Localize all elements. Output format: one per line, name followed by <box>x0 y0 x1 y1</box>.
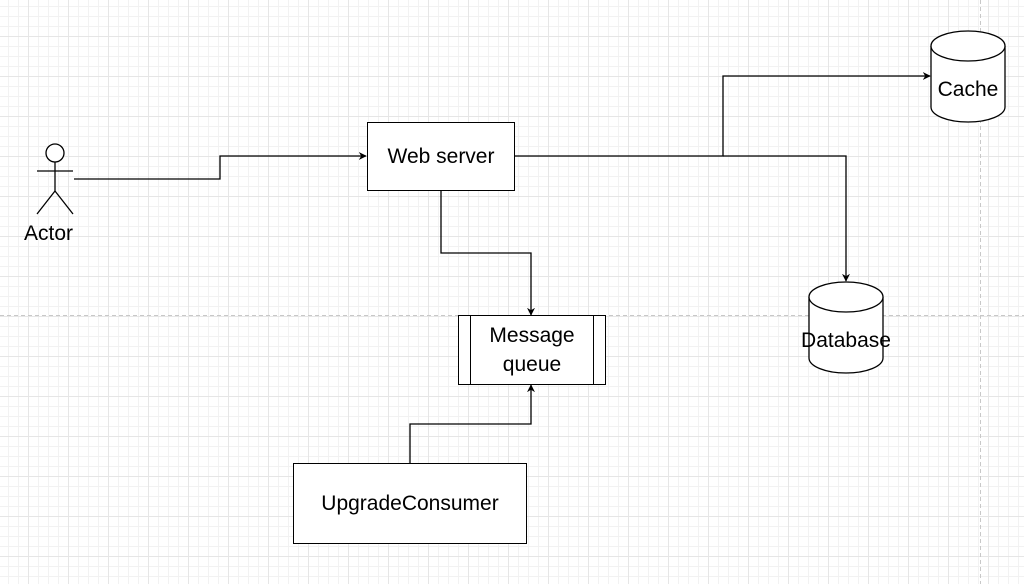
edge-upgrade-consumer-to-message-queue[interactable] <box>409 384 535 463</box>
database-node[interactable]: Database <box>801 281 891 374</box>
database-label: Database <box>801 329 891 352</box>
cache-label: Cache <box>937 78 999 101</box>
edge-web-server-to-message-queue[interactable] <box>440 191 535 316</box>
upgrade-consumer-label: UpgradeConsumer <box>321 492 499 515</box>
web-server-node[interactable]: Web server <box>367 122 515 191</box>
cache-node[interactable]: Cache <box>930 30 1006 123</box>
edge-web-server-to-cache[interactable] <box>515 72 931 157</box>
web-server-label: Web server <box>387 145 495 168</box>
message-queue-label-line2: queue <box>502 353 562 376</box>
message-queue-label: Message queue <box>489 321 574 379</box>
queue-right-bar <box>593 316 605 384</box>
actor-node[interactable] <box>34 143 76 217</box>
actor-label: Actor <box>24 222 74 245</box>
actor-figure-icon <box>36 143 74 215</box>
upgrade-consumer-node[interactable]: UpgradeConsumer <box>293 463 527 544</box>
queue-left-bar <box>459 316 471 384</box>
database-cylinder-icon <box>808 281 884 374</box>
edge-web-server-to-database[interactable] <box>723 155 850 282</box>
edge-actor-to-web-server[interactable] <box>74 152 367 180</box>
cache-cylinder-icon <box>930 30 1006 123</box>
message-queue-node[interactable]: Message queue <box>458 315 606 385</box>
message-queue-label-line1: Message <box>489 324 575 347</box>
